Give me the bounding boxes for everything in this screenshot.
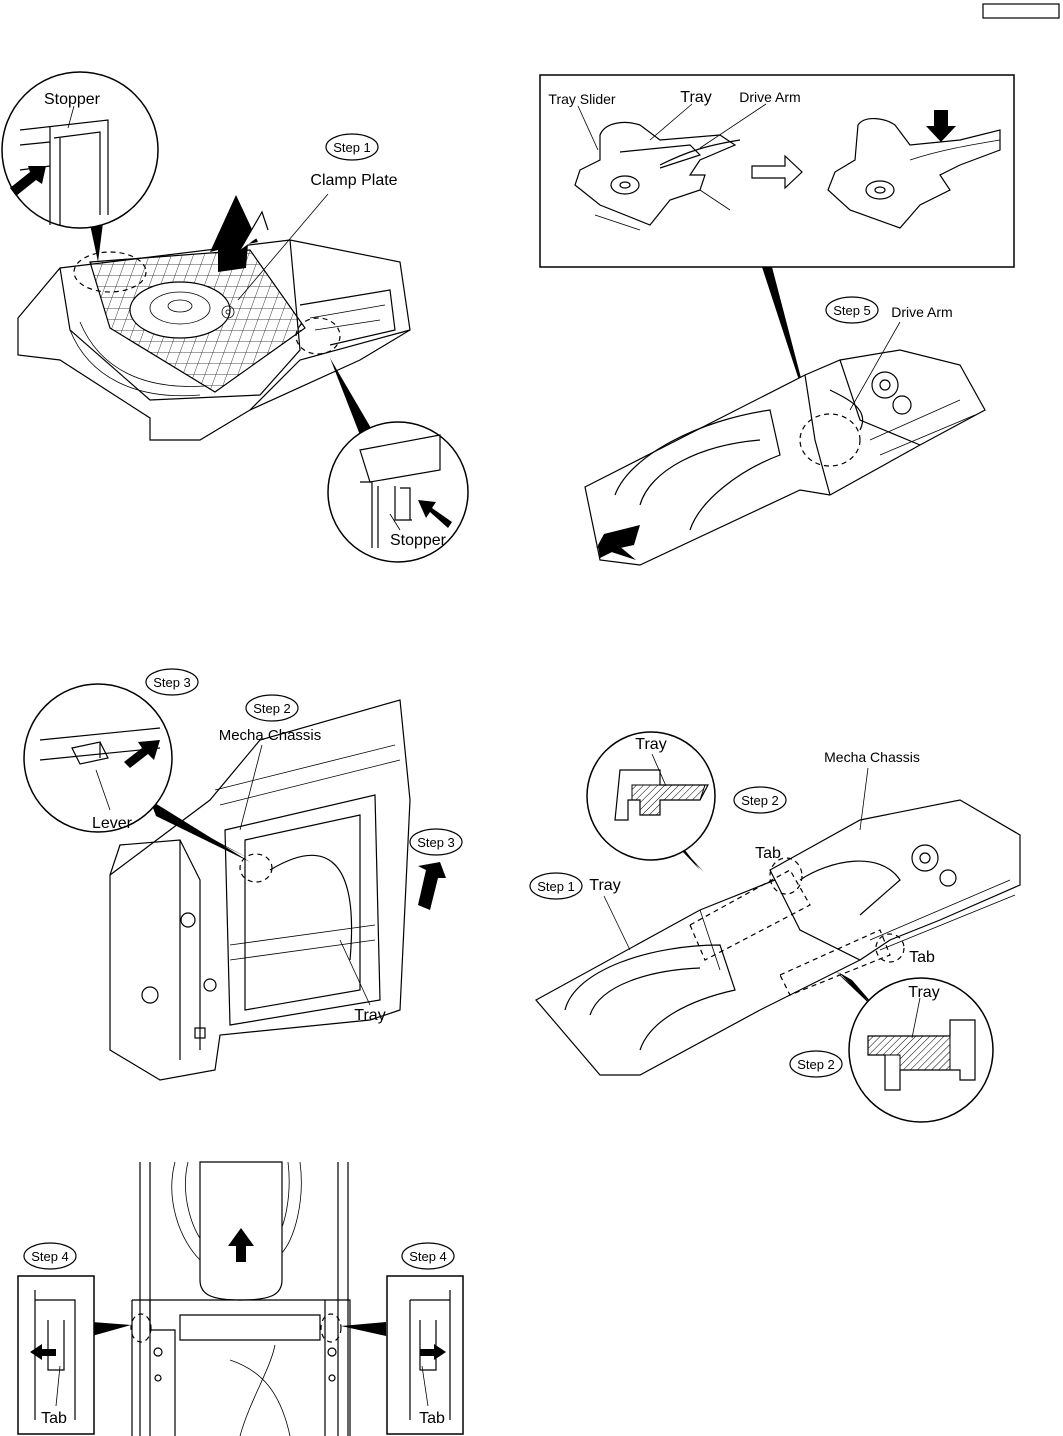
tab-label-left: Tab <box>41 1410 67 1427</box>
svg-text:Step 5: Step 5 <box>833 303 871 318</box>
clamp-plate-label: Clamp Plate <box>310 172 397 189</box>
step-1-badge-panel4: Step 1 <box>529 872 583 900</box>
step-4-badge-left: Step 4 <box>23 1242 77 1270</box>
mecha-chassis-label-panel3: Mecha Chassis <box>219 727 322 744</box>
step-4-badge-right: Step 4 <box>401 1242 455 1270</box>
tab-label-right: Tab <box>419 1410 445 1427</box>
svg-text:Step 3: Step 3 <box>153 675 191 690</box>
stopper-detail-top: Stopper <box>1 71 159 262</box>
step-1-badge: Step 1 <box>325 133 379 161</box>
drive-arm-label: Drive Arm <box>891 304 952 320</box>
step-3-badge-right: Step 3 <box>409 828 463 856</box>
tray-slider-label: Tray Slider <box>548 91 616 107</box>
step-2-badge: Step 2 <box>245 694 299 722</box>
svg-text:Step 3: Step 3 <box>417 835 455 850</box>
tray-label-circle-bottom: Tray <box>908 984 939 1001</box>
tray-label-circle-top: Tray <box>635 736 666 753</box>
tray-label-panel4: Tray <box>589 877 620 894</box>
tray-label-panel3: Tray <box>354 1007 385 1024</box>
turntable-disc <box>129 281 231 339</box>
panel-clamp-plate: Step 1 Clamp Plate Stopper Stopper <box>1 71 469 563</box>
svg-text:Step 1: Step 1 <box>333 140 371 155</box>
stopper-detail-bottom: Stopper <box>327 358 469 563</box>
mecha-chassis-label-panel4: Mecha Chassis <box>824 749 920 765</box>
svg-text:Step 2: Step 2 <box>253 701 291 716</box>
drive-arm-label-inset: Drive Arm <box>739 89 800 105</box>
slide-right-arrow-icon <box>418 862 446 910</box>
tab-push-right-arrow-icon <box>420 1344 446 1360</box>
step-3-badge-top: Step 3 <box>145 668 199 696</box>
push-arrow-left-icon <box>418 500 452 528</box>
svg-text:Step 2: Step 2 <box>741 793 779 808</box>
push-up-arrow-icon <box>228 1228 254 1262</box>
svg-text:Step 1: Step 1 <box>537 879 575 894</box>
push-arrow-right-icon <box>10 166 46 196</box>
panel-tray-tabs: Mecha Chassis Tab Tab Step 1 Tray Tray S… <box>529 731 1021 1123</box>
panel-drive-arm: Tray Slider Tray Drive Arm Step 5 Drive … <box>539 74 1015 566</box>
lift-up-arrow <box>210 195 258 272</box>
lever-label: Lever <box>92 815 133 832</box>
step-5-badge: Step 5 <box>825 296 879 324</box>
tab-push-left-arrow-icon <box>30 1344 56 1360</box>
transition-arrow-icon <box>751 154 803 190</box>
tab-label-top: Tab <box>755 845 781 862</box>
svg-text:Step 4: Step 4 <box>409 1249 447 1264</box>
svg-text:Step 4: Step 4 <box>31 1249 69 1264</box>
lever-detail-circle <box>23 683 173 833</box>
svg-text:Step 2: Step 2 <box>797 1057 835 1072</box>
tab-label-bottom: Tab <box>909 949 935 966</box>
step-2-badge-bottom: Step 2 <box>789 1050 843 1078</box>
press-down-arrow-icon <box>926 110 956 142</box>
panel-mecha-chassis-lever: Tray Step 3 Step 2 Mecha Chassis Lever S… <box>23 668 463 1081</box>
stopper-label-top: Stopper <box>44 91 101 108</box>
panel-bottom-view-tabs: Tab Step 4 Tab Step 4 <box>17 1161 464 1436</box>
tray-label-inset: Tray <box>680 89 711 106</box>
page-reference-box <box>982 3 1060 19</box>
stopper-label-bottom: Stopper <box>390 532 447 549</box>
step-2-badge-top: Step 2 <box>733 786 787 814</box>
lever-push-arrow-icon <box>124 740 160 768</box>
